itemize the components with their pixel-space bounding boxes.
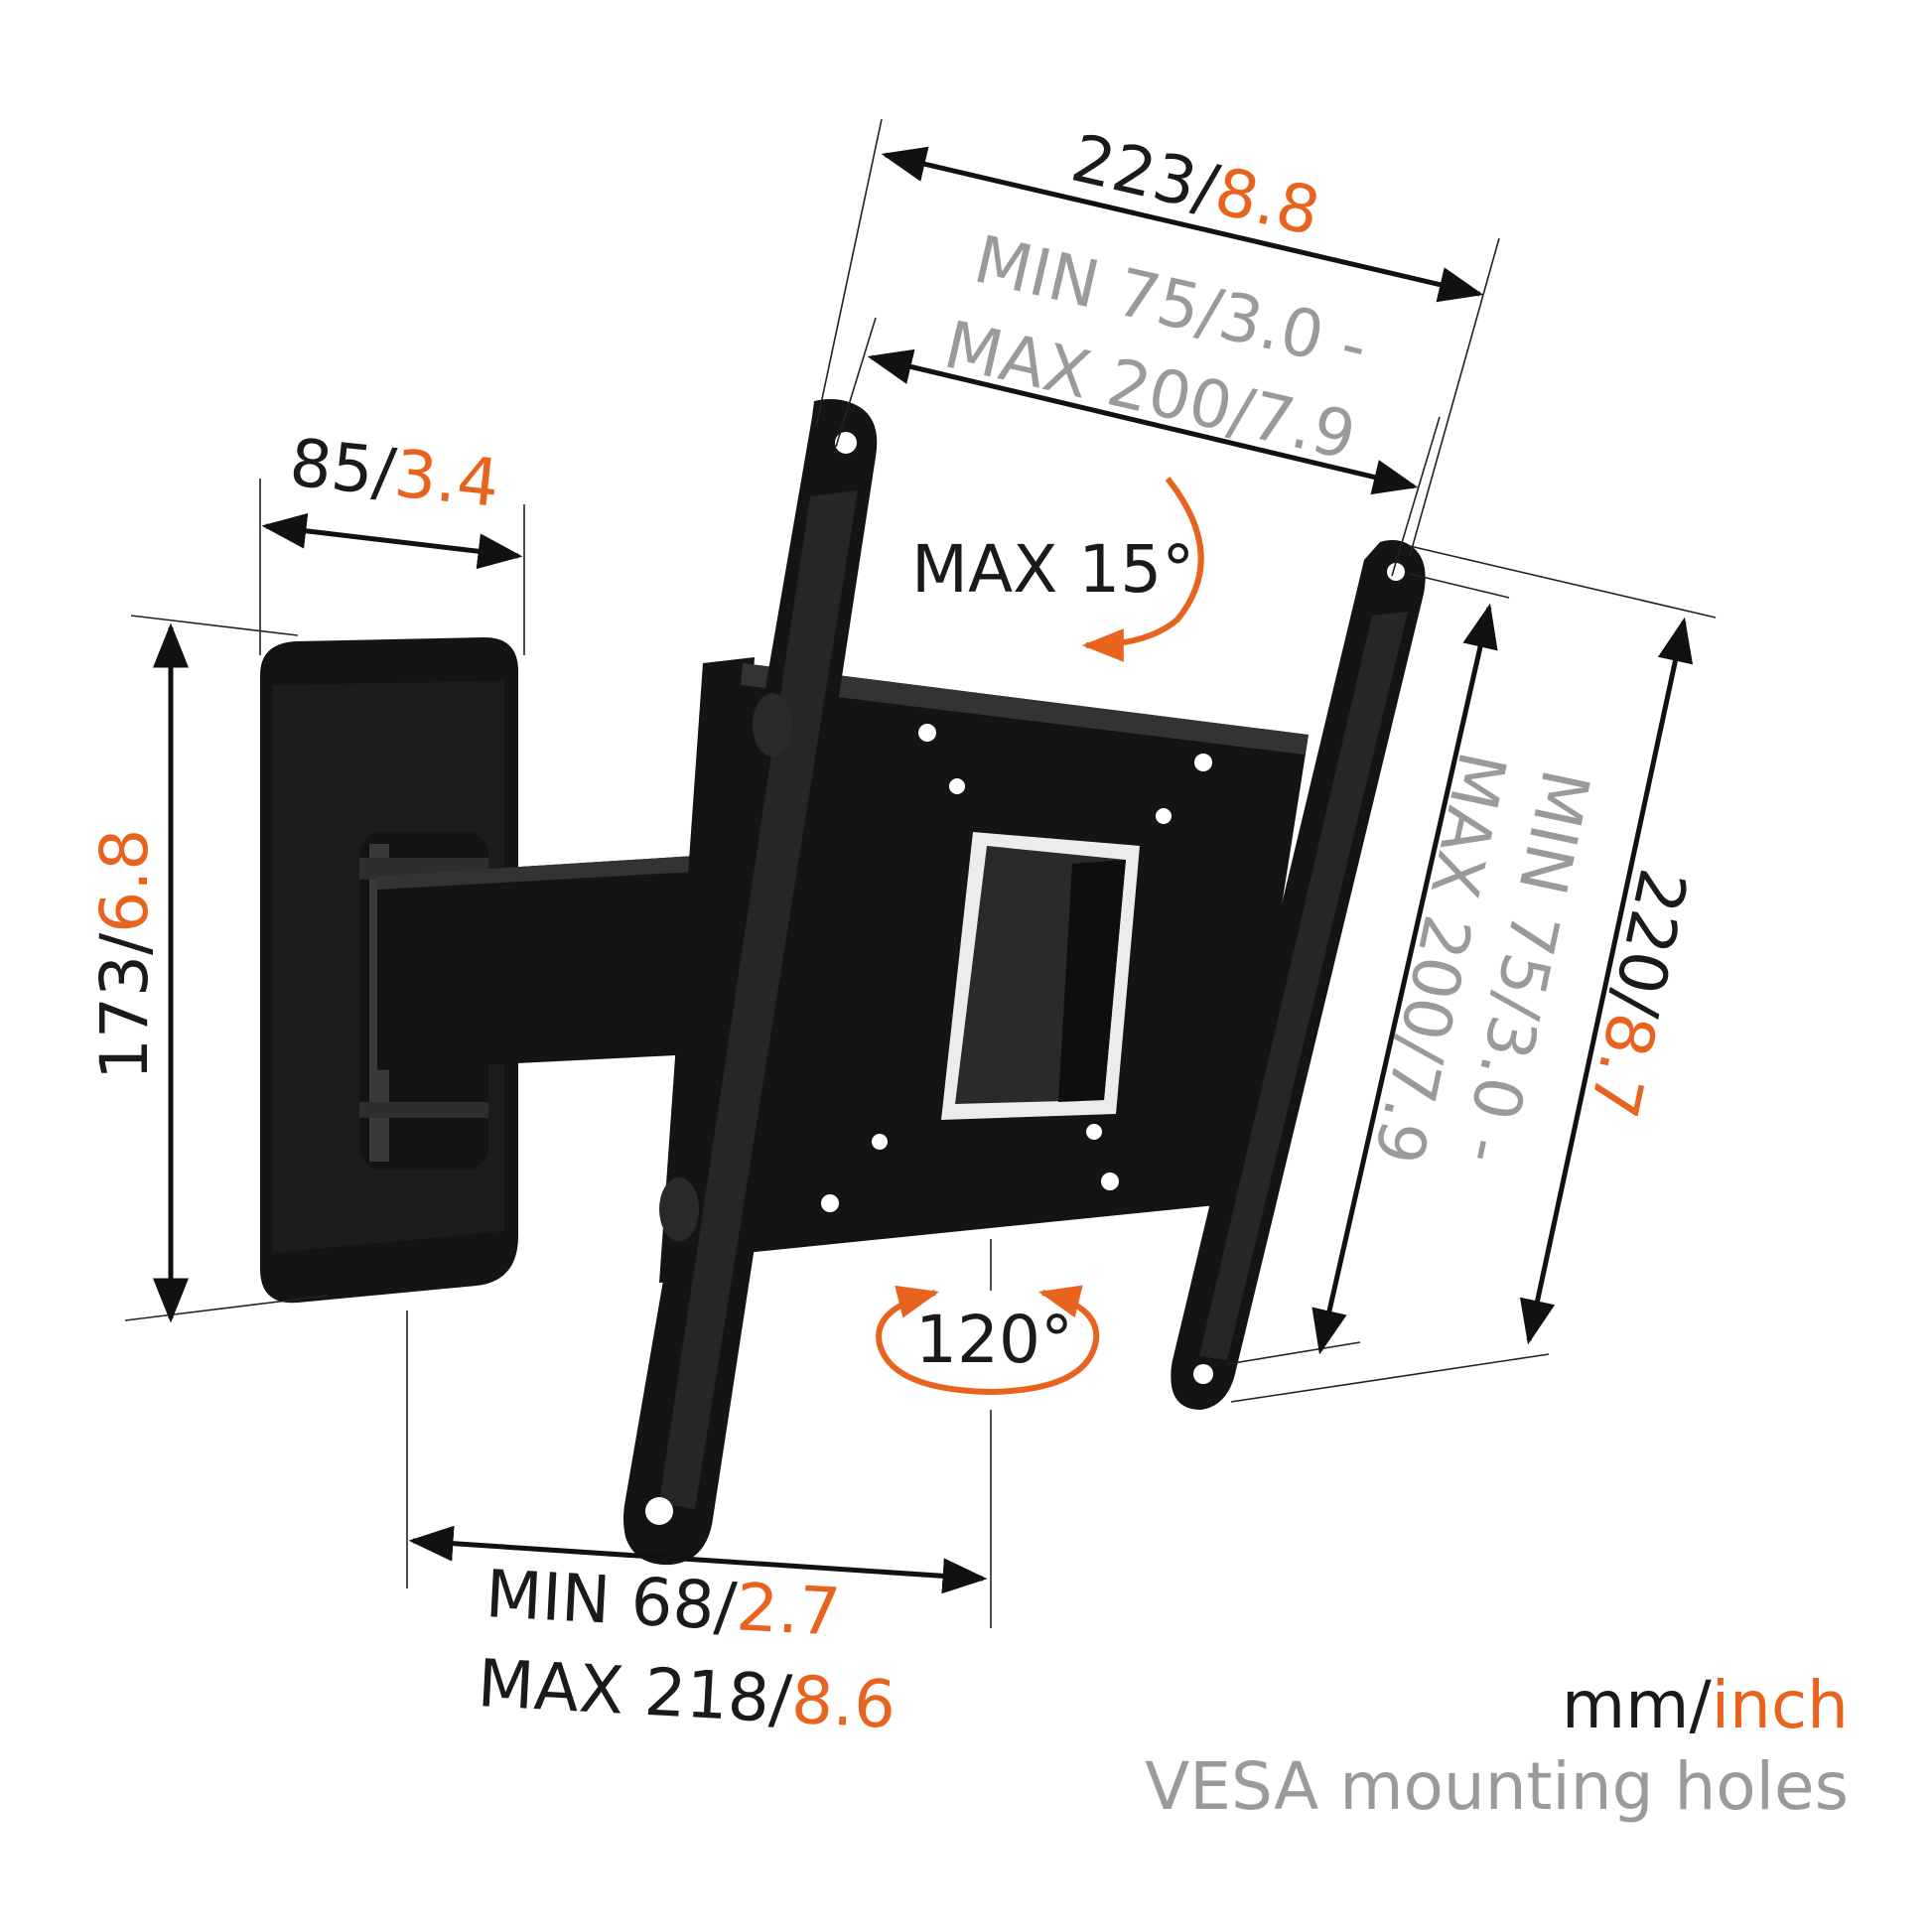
dimension-arrows bbox=[153, 146, 1694, 1594]
tilt-label: MAX 15° bbox=[911, 531, 1194, 608]
top-width-label: 223/8.8 bbox=[1064, 120, 1326, 251]
wall-plate-height-label: 173/6.8 bbox=[86, 829, 163, 1080]
vesa-legend: VESA mounting holes bbox=[1145, 1748, 1849, 1825]
wall-mount-product bbox=[260, 399, 1426, 1566]
swivel-arc bbox=[876, 1285, 1100, 1396]
unit-legend: mm/inch bbox=[1562, 1667, 1849, 1743]
wall-plate-width-label: 85/3.4 bbox=[286, 424, 502, 522]
depth-min-label: MIN 68/2.7 bbox=[483, 1556, 842, 1651]
swivel-arm bbox=[377, 856, 695, 1070]
right-height-label: 220/8.7 bbox=[1575, 863, 1702, 1125]
depth-max-label: MAX 218/8.6 bbox=[476, 1645, 897, 1743]
swivel-label: 120° bbox=[915, 1302, 1073, 1378]
tilt-arc bbox=[1081, 477, 1204, 662]
